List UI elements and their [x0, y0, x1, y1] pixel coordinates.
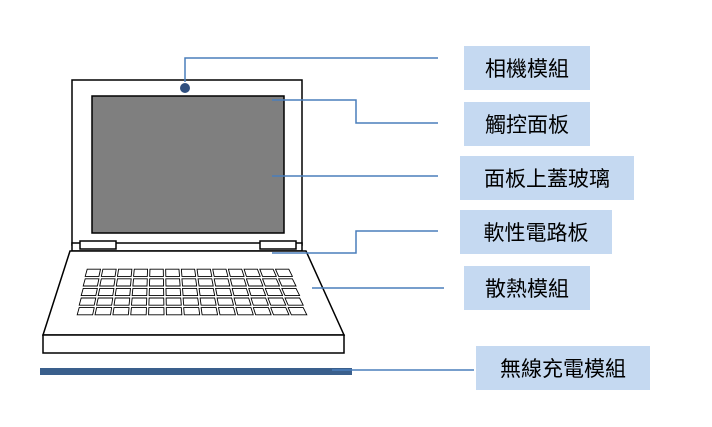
label-camera-module: 相機模組 — [464, 46, 590, 90]
keyboard-key — [133, 268, 149, 277]
laptop-base-front — [42, 334, 345, 354]
keyboard-key — [148, 287, 165, 297]
keyboard-key — [116, 268, 133, 277]
keyboard-key — [181, 278, 198, 287]
keyboard-key — [165, 297, 182, 306]
keyboard-key — [165, 278, 181, 287]
keyboard-key — [227, 268, 245, 277]
keyboard-key — [235, 307, 254, 316]
keyboard-key — [216, 297, 235, 306]
keyboard-key — [245, 278, 264, 287]
keyboard-key — [84, 268, 102, 277]
keyboard — [76, 268, 308, 316]
keyboard-key — [112, 307, 130, 316]
keyboard-key — [80, 287, 98, 297]
keyboard-key — [259, 268, 277, 277]
leader-line-touch — [272, 99, 438, 124]
keyboard-key — [284, 297, 304, 306]
keyboard-key — [165, 287, 182, 297]
keyboard-key — [250, 297, 270, 306]
keyboard-key — [76, 307, 95, 316]
keyboard-key — [229, 278, 247, 287]
keyboard-key — [197, 278, 214, 287]
keyboard-key — [131, 287, 148, 297]
keyboard-key — [114, 287, 131, 297]
keyboard-key — [115, 278, 132, 287]
keyboard-key — [182, 287, 199, 297]
keyboard-key — [274, 268, 294, 277]
keyboard-key — [196, 268, 213, 277]
keyboard-key — [165, 268, 181, 277]
keyboard-key — [215, 287, 233, 297]
keyboard-key — [148, 297, 165, 306]
laptop-screen — [91, 95, 285, 234]
keyboard-key — [82, 278, 100, 287]
keyboard-key — [148, 307, 165, 316]
keyboard-key — [248, 287, 267, 297]
keyboard-key — [94, 307, 113, 316]
keyboard-key — [252, 307, 272, 316]
keyboard-key — [212, 268, 229, 277]
label-touch-panel: 觸控面板 — [464, 102, 590, 146]
keyboard-key — [264, 287, 284, 297]
label-flexible-circuit: 軟性電路板 — [460, 210, 612, 254]
keyboard-key — [233, 297, 252, 306]
leader-line-fpc — [272, 230, 438, 254]
leader-lines — [184, 57, 474, 371]
keyboard-key — [113, 297, 131, 306]
keyboard-key — [132, 278, 148, 287]
keyboard-key — [213, 278, 231, 287]
keyboard-key — [148, 278, 165, 287]
keyboard-key — [199, 297, 217, 306]
keyboard-key — [97, 287, 115, 297]
keyboard-key — [130, 307, 147, 316]
keyboard-key — [277, 278, 297, 287]
keyboard-key — [149, 268, 164, 277]
keyboard-key — [96, 297, 114, 306]
keyboard-key — [130, 297, 148, 306]
keyboard-key — [99, 278, 116, 287]
keyboard-key — [261, 278, 281, 287]
keyboard-key — [198, 287, 216, 297]
hinge-left — [79, 240, 117, 250]
leader-line-camera — [184, 57, 438, 82]
keyboard-key — [267, 297, 287, 306]
keyboard-key — [281, 287, 301, 297]
keyboard-key — [180, 268, 197, 277]
keyboard-key — [287, 307, 308, 316]
charging-pad — [40, 368, 352, 375]
camera-dot — [180, 83, 190, 93]
keyboard-key — [165, 307, 183, 316]
label-thermal-module: 散熱模組 — [464, 266, 590, 310]
keyboard-key — [182, 297, 200, 306]
keyboard-key — [200, 307, 219, 316]
keyboard-key — [231, 287, 250, 297]
keyboard-key — [270, 307, 290, 316]
hinge-right — [259, 240, 297, 250]
keyboard-key — [243, 268, 261, 277]
label-cover-glass: 面板上蓋玻璃 — [460, 156, 634, 200]
label-wireless-charging: 無線充電模組 — [476, 346, 650, 390]
keyboard-key — [78, 297, 97, 306]
keyboard-key — [183, 307, 201, 316]
keyboard-key — [217, 307, 236, 316]
keyboard-key — [100, 268, 117, 277]
